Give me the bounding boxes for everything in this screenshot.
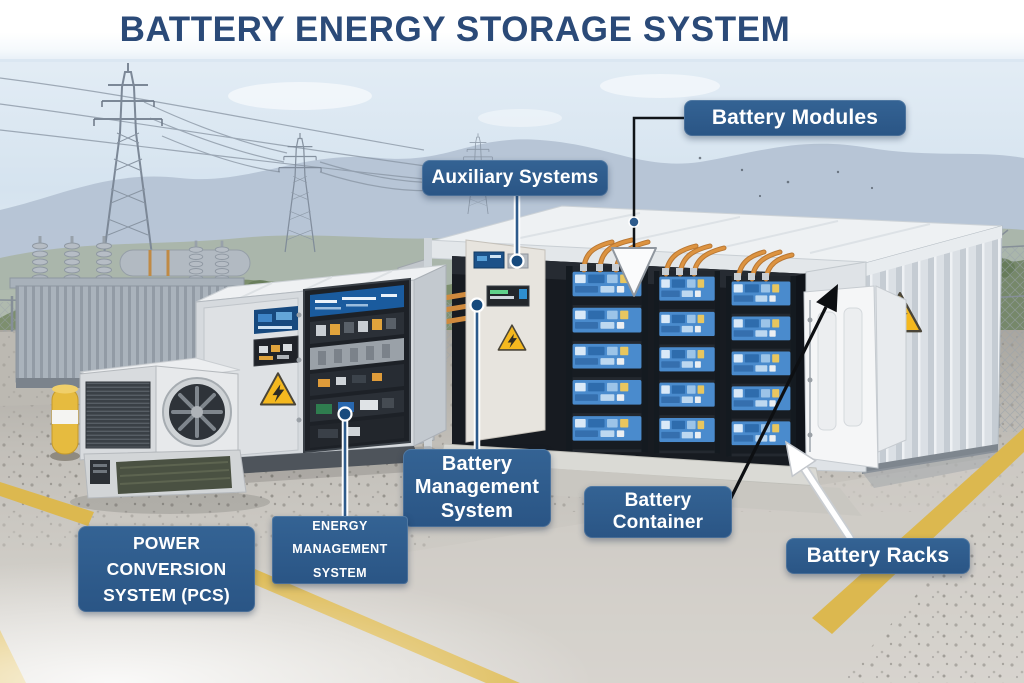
- connector-auxiliary-systems: [509, 194, 525, 269]
- hvac-fan: [162, 377, 232, 447]
- label-battery-modules: Battery Modules: [684, 100, 906, 136]
- connector-battery-racks: [784, 440, 855, 543]
- auxiliary-cabinet: [465, 239, 546, 443]
- down-arrow-icon: [611, 247, 657, 297]
- container-doors: [803, 285, 907, 469]
- label-battery-management-system: Battery Management System: [403, 449, 551, 527]
- clouds: [228, 74, 720, 127]
- connectors: [337, 116, 855, 543]
- black-arrow-icon: [816, 284, 838, 313]
- label-battery-racks: Battery Racks: [786, 538, 970, 574]
- pcs-equipment-bay: [303, 277, 411, 454]
- bollard: [50, 384, 80, 461]
- connector-dot: [469, 297, 485, 313]
- battery-racks-graphic: [566, 266, 796, 456]
- connector-dot: [509, 253, 525, 269]
- birds: [698, 156, 874, 198]
- hvac-grille: [85, 381, 151, 449]
- connector-battery-management-system: [469, 297, 485, 452]
- label-auxiliary-systems: Auxiliary Systems: [422, 160, 608, 196]
- battery-cables: [580, 237, 795, 282]
- connector-energy-management-system: [337, 406, 353, 518]
- page-title: BATTERY ENERGY STORAGE SYSTEM: [119, 9, 791, 49]
- label-battery-container: Battery Container: [584, 486, 732, 538]
- white-arrow-icon: [784, 440, 817, 478]
- connector-battery-container: [726, 284, 838, 505]
- title-bar: BATTERY ENERGY STORAGE SYSTEM: [0, 0, 1024, 62]
- connector-dot: [337, 406, 353, 422]
- label-power-conversion-system: POWER CONVERSION SYSTEM (PCS): [78, 526, 255, 612]
- power-lines: [0, 77, 471, 192]
- connector-dot: [628, 216, 640, 228]
- pcs-cabinet: [190, 264, 470, 484]
- hvac-unit: [70, 357, 270, 514]
- label-energy-management-system: ENERGY MANAGEMENT SYSTEM: [272, 516, 408, 584]
- connector-battery-modules: [611, 116, 684, 297]
